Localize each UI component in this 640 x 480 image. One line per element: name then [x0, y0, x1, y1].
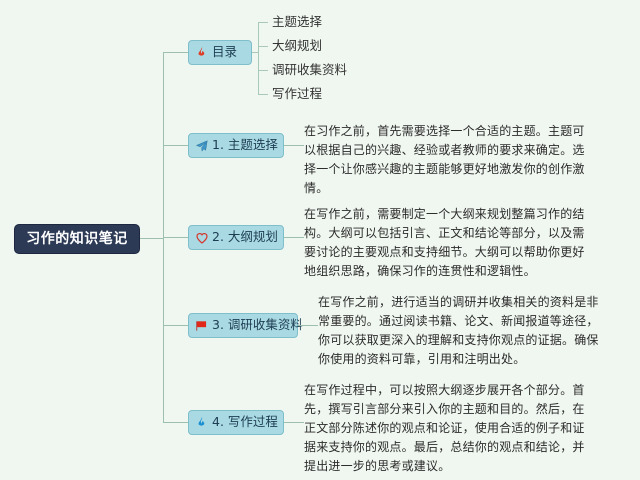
branch-node-writing-process[interactable]: 4. 写作过程	[188, 410, 284, 435]
paragraph-writing-process: 在写作过程中，可以按照大纲逐步展开各个部分。首先，撰写引言部分来引入你的主题和目…	[304, 383, 585, 473]
connector-research-to-text	[298, 325, 318, 326]
branch-node-research-collection-label: 3. 调研收集资料	[212, 317, 303, 333]
connector-trunk-to-contents	[163, 52, 188, 53]
connector-sub-1	[258, 22, 268, 23]
connector-sub-2	[258, 46, 268, 47]
connector-sub-3	[258, 70, 268, 71]
connector-trunk-to-research	[163, 325, 188, 326]
red-flame-icon	[198, 46, 205, 56]
red-flag-icon	[196, 320, 207, 331]
sub-item-outline-planning[interactable]: 大纲规划	[272, 38, 323, 53]
root-node-label: 习作的知识笔记	[26, 231, 128, 247]
sub-item-topic-selection[interactable]: 主题选择	[272, 14, 323, 29]
branch-node-topic-selection[interactable]: 1. 主题选择	[188, 133, 284, 158]
branch-node-outline-planning[interactable]: 2. 大纲规划	[188, 225, 284, 250]
blue-flame-icon	[198, 416, 205, 426]
connector-trunk-to-topic	[163, 145, 188, 146]
connector-contents-to-substem	[252, 52, 259, 53]
root-node[interactable]: 习作的知识笔记	[14, 224, 140, 254]
connector-trunk-to-writing	[163, 422, 188, 423]
paragraph-topic-selection: 在习作之前，首先需要选择一个合适的主题。主题可以根据自己的兴趣、经验或者教师的要…	[304, 124, 585, 195]
connector-writing-to-text	[284, 422, 304, 423]
connector-contents-sub-trunk	[258, 22, 259, 95]
sub-item-research-collection[interactable]: 调研收集资料	[272, 62, 348, 77]
sub-item-writing-process[interactable]: 写作过程	[272, 86, 323, 101]
connector-outline-to-text	[284, 237, 304, 238]
paragraph-research-collection: 在写作之前，进行适当的调研并收集相关的资料是非常重要的。通过阅读书籍、论文、新闻…	[318, 295, 599, 366]
connector-sub-4	[258, 94, 268, 95]
branch-node-research-collection[interactable]: 3. 调研收集资料	[188, 313, 303, 338]
connector-trunk-to-outline	[163, 237, 188, 238]
connector-topic-to-text	[284, 145, 304, 146]
branch-node-contents-label: 目录	[212, 44, 238, 60]
connector-root-to-trunk	[140, 238, 164, 239]
branch-node-writing-process-label: 4. 写作过程	[212, 414, 278, 430]
branch-node-outline-planning-label: 2. 大纲规划	[212, 229, 278, 245]
heart-outline-icon	[196, 232, 208, 244]
branch-node-topic-selection-label: 1. 主题选择	[212, 137, 278, 153]
paragraph-outline-planning: 在写作之前，需要制定一个大纲来规划整篇习作的结构。大纲可以包括引言、正文和结论等…	[304, 207, 585, 278]
branch-node-contents[interactable]: 目录	[188, 40, 252, 65]
paper-plane-icon	[196, 140, 208, 151]
